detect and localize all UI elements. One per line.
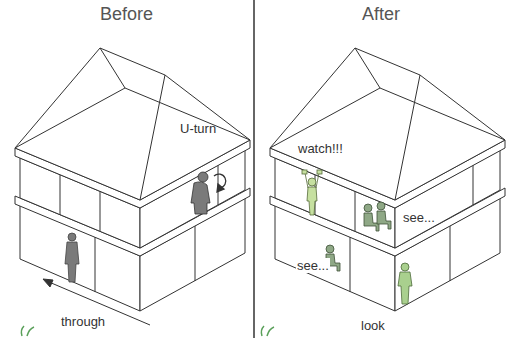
action-label: see... [402, 210, 436, 225]
walker-figure [65, 233, 79, 282]
action-label: see... [296, 258, 330, 273]
looking-figure [398, 263, 412, 304]
action-label: U-turn [179, 121, 217, 136]
uturn-arrow [214, 174, 226, 192]
divider [253, 0, 255, 338]
leaf-doodle [21, 326, 274, 336]
panel-title: Before [99, 4, 154, 25]
panel-title: After [361, 4, 401, 25]
action-label: through [60, 314, 106, 329]
uturn-figure [191, 172, 210, 214]
house-before [15, 48, 250, 311]
action-label: look [360, 318, 386, 333]
watching-figure [302, 170, 322, 215]
seated-pair [364, 202, 391, 231]
house-after [270, 48, 505, 311]
action-label: watch!!! [297, 141, 344, 156]
